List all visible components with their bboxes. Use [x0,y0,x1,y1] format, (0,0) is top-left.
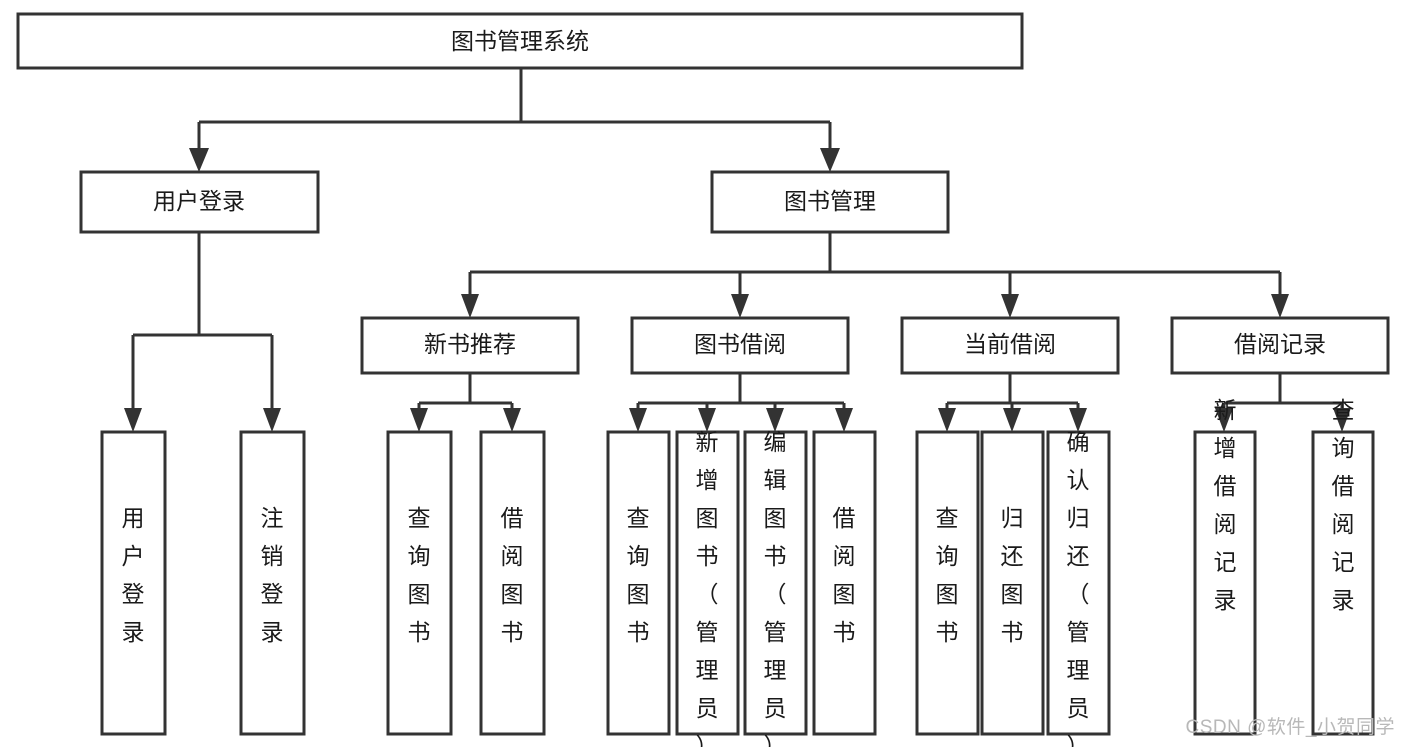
node-new-book-recommend[interactable]: 新书推荐 [360,316,580,375]
node-root-label: 图书管理系统 [451,28,589,54]
leaf-current-return-box[interactable] [980,430,1045,736]
leaf-node[interactable]: 新增图书（管理员） [675,429,740,747]
leaf-bookborrow-borrow-label: 借阅图书 [833,505,856,645]
node-user-login-label: 用户登录 [153,188,245,214]
leaf-node[interactable]: 查询图书 [386,430,453,736]
node-book-management[interactable]: 图书管理 [710,170,950,234]
leaf-bookborrow-query-label: 查询图书 [627,505,650,645]
arrow-head-bookborrow [731,294,749,318]
node-new-book-recommend-label: 新书推荐 [424,331,516,357]
connector-group-bookmgmt [461,232,1289,318]
leaf-user-login-label: 用户登录 [122,505,145,645]
leaf-current-confirm-box[interactable] [1046,430,1111,736]
leaf-newbook-borrow-label: 借阅图书 [501,505,524,645]
arrow-head-currentborrow-leaf1 [938,408,956,432]
arrow-head-bookborrow-leaf4 [835,408,853,432]
connector-group-borrowrecord [1215,373,1351,432]
arrow-head-newbook-leaf2 [503,408,521,432]
node-book-management-label: 图书管理 [784,188,876,214]
node-root[interactable]: 图书管理系统 [16,12,1024,70]
node-book-borrow[interactable]: 图书借阅 [630,316,850,375]
connector-group-bookborrow [629,373,853,432]
leaf-newbook-query-box[interactable] [386,430,453,736]
leaf-user-login-box[interactable] [100,430,167,736]
connector-group-newbook [410,373,521,432]
leaf-node[interactable]: 归还图书 [980,430,1045,736]
arrow-head-bookmgmt [820,148,840,172]
node-book-borrow-label: 图书借阅 [694,331,786,357]
leaf-node[interactable]: 借阅图书 [812,430,877,736]
node-new-book-recommend-box[interactable] [360,316,580,375]
connector-group-currentborrow [938,373,1087,432]
node-current-borrow-label: 当前借阅 [964,331,1056,357]
leaf-newbook-borrow-box[interactable] [479,430,546,736]
node-borrow-record-label: 借阅记录 [1234,331,1326,357]
arrow-head-bookborrow-leaf3 [766,408,784,432]
node-borrow-record[interactable]: 借阅记录 [1170,316,1390,375]
leaf-node[interactable]: 借阅图书 [479,430,546,736]
arrow-head-userlogin-leaf2 [263,408,281,432]
arrow-head-currentborrow [1001,294,1019,318]
leaf-node[interactable]: 注销登录 [239,430,306,736]
arrow-head-borrowrecord [1271,294,1289,318]
arrow-head-borrowrecord-leaf1 [1215,408,1233,432]
node-current-borrow-box[interactable] [900,316,1120,375]
leaf-record-add-box[interactable] [1193,430,1257,736]
leaf-node[interactable]: 编辑图书（管理员） [743,429,808,747]
arrow-head-newbook-leaf1 [410,408,428,432]
arrow-head-currentborrow-leaf2 [1003,408,1021,432]
leaf-newbook-query-label: 查询图书 [408,505,431,645]
node-book-borrow-box[interactable] [630,316,850,375]
leaf-node[interactable]: 新增借阅记录 [1193,397,1257,736]
leaf-bookborrow-edit-box[interactable] [743,430,808,736]
arrow-head-currentborrow-leaf3 [1069,408,1087,432]
leaf-logout-label: 注销登录 [261,505,284,645]
leaf-record-query-label: 查询借阅记录 [1332,397,1355,613]
node-user-login[interactable]: 用户登录 [79,170,320,234]
arrow-head-borrowrecord-leaf2 [1333,408,1351,432]
leaf-current-confirm-label: 确认归还（管理员） [1067,429,1090,747]
node-root-box[interactable] [16,12,1024,70]
leaf-bookborrow-edit-label: 编辑图书（管理员） [764,429,787,747]
node-user-login-box[interactable] [79,170,320,234]
leaf-bookborrow-add-box[interactable] [675,430,740,736]
arrow-head-bookborrow-leaf1 [629,408,647,432]
connector-group-userlogin [124,232,281,432]
leaf-record-query-box[interactable] [1311,430,1375,736]
arrow-head-newbook [461,294,479,318]
leaf-bookborrow-borrow-box[interactable] [812,430,877,736]
leaf-current-query-box[interactable] [915,430,980,736]
leaf-record-add-label: 新增借阅记录 [1214,397,1237,613]
node-book-management-box[interactable] [710,170,950,234]
leaf-node[interactable]: 查询图书 [915,430,980,736]
leaf-node[interactable]: 查询图书 [606,430,671,736]
leaf-node[interactable]: 查询借阅记录 [1311,397,1375,736]
leaf-current-query-label: 查询图书 [936,505,959,645]
node-borrow-record-box[interactable] [1170,316,1390,375]
arrow-head-bookborrow-leaf2 [698,408,716,432]
connector-group-root [189,68,840,172]
leaf-node[interactable]: 确认归还（管理员） [1046,429,1111,747]
leaf-node[interactable]: 用户登录 [100,430,167,736]
arrow-head-userlogin [189,148,209,172]
arrow-head-userlogin-leaf1 [124,408,142,432]
leaf-logout-box[interactable] [239,430,306,736]
leaf-bookborrow-query-box[interactable] [606,430,671,736]
leaf-current-return-label: 归还图书 [1001,505,1024,645]
leaf-bookborrow-add-label: 新增图书（管理员） [696,429,719,747]
node-current-borrow[interactable]: 当前借阅 [900,316,1120,375]
